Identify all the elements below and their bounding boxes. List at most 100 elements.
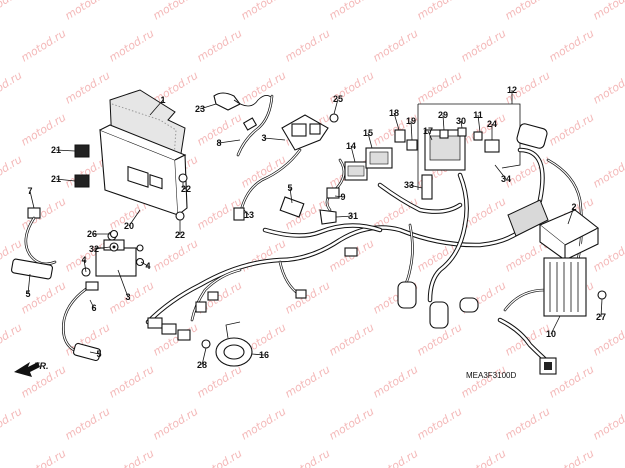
callout-c14: 14 — [346, 141, 356, 151]
watermark-text: motod.ru — [151, 0, 201, 23]
callout-c17: 17 — [423, 126, 433, 136]
leader-line-c6 — [89, 299, 95, 309]
washer-32 — [109, 242, 119, 252]
ecu-unit — [99, 124, 188, 216]
callout-c6: 6 — [91, 303, 96, 313]
callout-c5a: 5 — [25, 289, 30, 299]
horn-16 — [215, 321, 253, 367]
callout-c27: 27 — [596, 312, 606, 322]
callout-c5b: 5 — [96, 349, 101, 359]
watermark-text: motod.ru — [0, 405, 24, 443]
leader-line-c3 — [117, 269, 129, 298]
callout-c1: 1 — [160, 95, 165, 105]
callout-layer: 1233445556789101112131415161718192021212… — [25, 85, 606, 370]
relay-9 — [325, 158, 346, 212]
watermark-text: motod.ru — [591, 321, 625, 359]
watermark-text: motod.ru — [591, 0, 625, 23]
relay-3 — [281, 113, 339, 151]
fuse-box-2 — [538, 209, 600, 262]
watermark-text: motod.ru — [19, 111, 69, 149]
leader-line-c18 — [393, 112, 400, 131]
leader-line-c5c — [289, 187, 293, 204]
leader-line-c17 — [427, 130, 433, 141]
leader-line-c8 — [218, 139, 241, 144]
watermark-text: motod.ru — [19, 27, 69, 65]
watermark-text: motod.ru — [19, 447, 69, 468]
watermark-text: motod.ru — [547, 27, 597, 65]
leader-line-c21b — [55, 178, 76, 182]
nut-4b — [135, 257, 145, 267]
leader-line-c28 — [201, 347, 207, 366]
watermark-text: motod.ru — [327, 0, 377, 23]
leader-line-c23 — [199, 103, 217, 110]
watermark-text: motod.ru — [371, 27, 421, 65]
watermark-text: motod.ru — [0, 321, 24, 359]
callout-c23: 23 — [195, 104, 205, 114]
leader-line-c20 — [128, 209, 141, 227]
callout-c2: 2 — [571, 202, 576, 212]
watermark-text: motod.ru — [415, 405, 465, 443]
watermark-text: motod.ru — [327, 321, 377, 359]
watermark-text: motod.ru — [195, 27, 245, 65]
callout-c28: 28 — [197, 360, 207, 370]
relay-5-center — [279, 196, 305, 218]
leader-line-c4b — [140, 261, 149, 267]
sensor-8 — [236, 94, 274, 157]
leader-line-c9 — [334, 195, 344, 198]
bolt-26 — [109, 229, 119, 239]
clip-21a — [74, 144, 90, 158]
callout-c22a: 22 — [181, 184, 191, 194]
watermark-text: motod.ru — [371, 447, 421, 468]
watermark-text: motod.ru — [151, 405, 201, 443]
watermark-text: motod.ru — [547, 447, 597, 468]
watermark-text: motod.ru — [591, 69, 625, 107]
leader-line-c34 — [494, 164, 507, 180]
callout-c4a: 4 — [81, 255, 86, 265]
capacitor-connector — [459, 297, 479, 313]
callout-c26: 26 — [87, 229, 97, 239]
dotted-connector — [507, 199, 549, 237]
watermark-text: motod.ru — [503, 153, 553, 191]
callout-c10: 10 — [546, 329, 556, 339]
leader-line-c32 — [93, 246, 111, 250]
callout-c11: 11 — [473, 110, 483, 120]
watermark-text: motod.ru — [239, 0, 289, 23]
leader-line-c3b — [263, 137, 286, 141]
capacitor-b — [429, 301, 449, 329]
connector-15 — [365, 147, 393, 169]
watermark-text: motod.ru — [503, 405, 553, 443]
leader-line-c10 — [550, 315, 561, 335]
watermark-text: motod.ru — [107, 447, 157, 468]
leader-line-c29 — [442, 114, 445, 131]
relay-5-left — [11, 258, 53, 280]
watermark-text: motod.ru — [239, 153, 289, 191]
callout-c16: 16 — [259, 350, 269, 360]
bolt-22a — [178, 173, 188, 188]
watermark-text: motod.ru — [19, 195, 69, 233]
leader-line-c33 — [408, 184, 423, 189]
watermark-text: motod.ru — [283, 363, 333, 401]
leader-line-c14 — [350, 145, 356, 163]
leader-line-c5a — [27, 273, 31, 295]
callout-c7: 7 — [27, 186, 32, 196]
watermark-text: motod.ru — [107, 279, 157, 317]
callout-c5c: 5 — [287, 183, 292, 193]
watermark-text: motod.ru — [195, 447, 245, 468]
watermark-text: motod.ru — [283, 27, 333, 65]
callout-c30: 30 — [456, 116, 466, 126]
relay-5-lower — [73, 342, 101, 362]
leader-line-c19 — [410, 120, 413, 141]
watermark-text: motod.ru — [591, 153, 625, 191]
clip-21b — [74, 174, 90, 188]
leader-lines — [27, 90, 603, 366]
watermark-text: motod.ru — [0, 69, 24, 107]
leader-line-c21a — [55, 149, 76, 152]
diagram-code: MEA3F3100D — [466, 371, 516, 380]
watermark-text: motod.ru — [283, 447, 333, 468]
part-18 — [394, 129, 406, 143]
callout-c13: 13 — [244, 210, 254, 220]
callout-c22b: 22 — [175, 230, 185, 240]
callout-c24: 24 — [487, 119, 497, 129]
